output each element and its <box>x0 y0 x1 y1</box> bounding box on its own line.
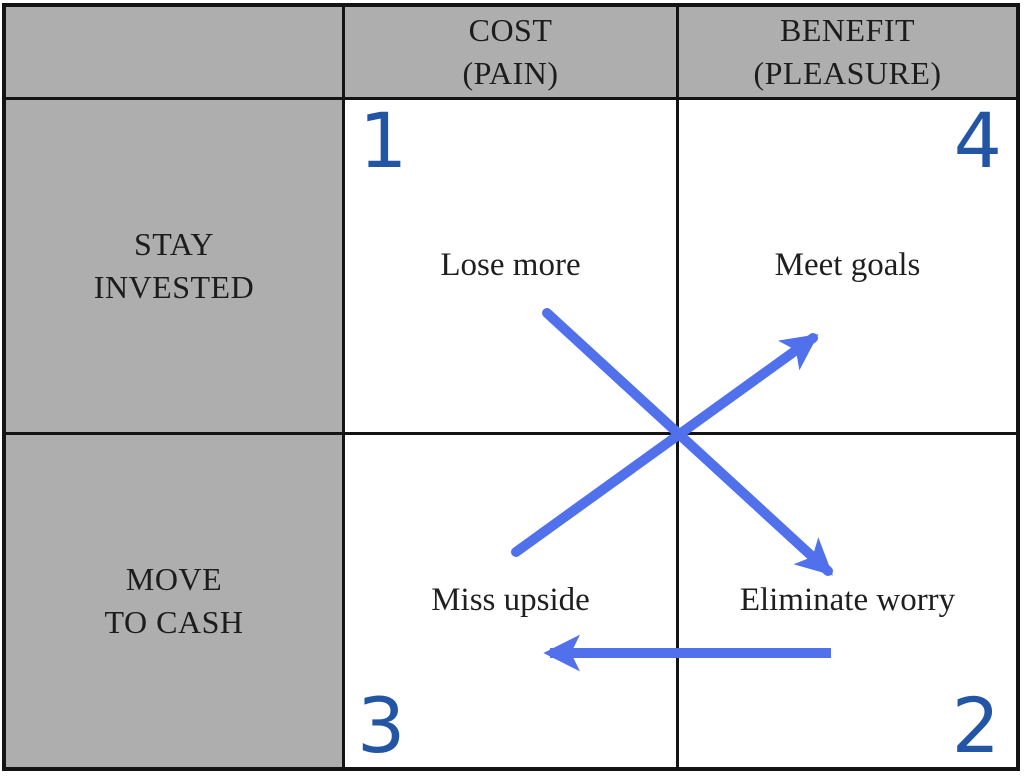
quadrant-number-4: 4 <box>953 96 1002 185</box>
row-header-stay-invested: STAY INVESTED <box>6 100 342 432</box>
corner-cell-blank <box>6 7 342 97</box>
quadrant-1-lose-more: 1 Lose more <box>345 100 676 432</box>
row-header-move-to-cash: MOVE TO CASH <box>6 435 342 767</box>
quadrant-2-eliminate-worry: 2 Eliminate worry <box>679 435 1016 767</box>
quadrant-label-miss-upside: Miss upside <box>431 582 590 619</box>
quadrant-number-2: 2 <box>951 680 1000 770</box>
column-header-cost: COST (PAIN) <box>345 7 676 97</box>
column-header-benefit: BENEFIT (PLEASURE) <box>679 7 1016 97</box>
quadrant-number-3: 3 <box>357 680 406 770</box>
quadrant-number-1: 1 <box>359 96 408 185</box>
quadrant-label-meet-goals: Meet goals <box>774 247 921 284</box>
quadrant-label-lose-more: Lose more <box>440 247 581 284</box>
matrix-table: COST (PAIN) BENEFIT (PLEASURE) STAY INVE… <box>2 3 1020 771</box>
quadrant-3-miss-upside: 3 Miss upside <box>345 435 676 767</box>
quadrant-label-eliminate-worry: Eliminate worry <box>739 582 956 619</box>
quadrant-4-meet-goals: 4 Meet goals <box>679 100 1016 432</box>
